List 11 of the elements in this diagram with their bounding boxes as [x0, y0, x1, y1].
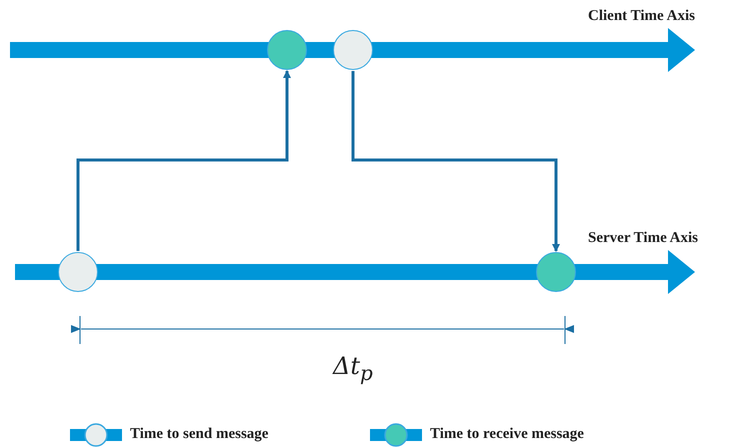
axis-label: Server Time Axis [588, 230, 698, 247]
legend-label: Time to receive message [430, 426, 584, 443]
interval-label: Δt$_{p}$ [333, 352, 373, 385]
legend-label: Time to send message [130, 426, 268, 443]
send-event-marker [333, 30, 373, 70]
message-arrow [76, 70, 291, 251]
message-arrow [352, 71, 560, 252]
receive-event-marker [267, 30, 307, 70]
axis-label: Client Time Axis [588, 8, 695, 25]
send-event-marker [58, 252, 98, 292]
receive-event-marker [536, 252, 576, 292]
